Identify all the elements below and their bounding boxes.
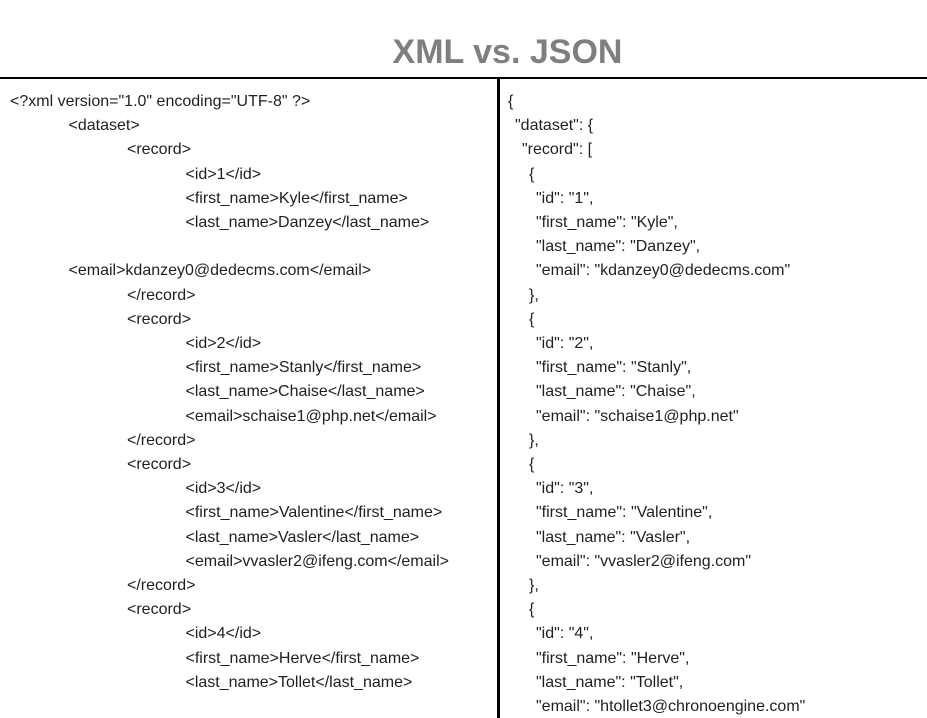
xml-code-line: <first_name>Valentine</first_name> (185, 504, 443, 522)
json-code-line: "email": "kdanzey0@dedecms.com" (536, 262, 791, 280)
json-code-line: "last_name": "Tollet", (536, 673, 684, 691)
xml-code-line: <first_name>Kyle</first_name> (185, 189, 408, 207)
json-code-line: { (529, 310, 535, 328)
xml-code-line: <dataset> (68, 117, 140, 135)
json-code-line: "id": "1", (536, 189, 594, 207)
xml-code-line: <id>2</id> (185, 335, 262, 353)
json-code-line: "id": "3", (536, 480, 594, 498)
xml-code-line: <record> (127, 456, 192, 474)
xml-code-line: <last_name>Danzey</last_name> (185, 214, 430, 232)
json-code-line: { (508, 93, 514, 110)
xml-code-line (10, 235, 497, 259)
xml-code-line: <id>4</id> (185, 625, 262, 643)
xml-code-line: </record> (127, 286, 196, 304)
slide-title: XML vs. JSON (392, 33, 623, 71)
json-code-line: "email": "htollet3@chronoengine.com" (536, 698, 806, 716)
json-code-line: "email": "vvasler2@ifeng.com" (536, 552, 752, 570)
json-code-line: }, (529, 431, 539, 449)
json-code-line: }, (529, 577, 539, 595)
json-code-line: "last_name": "Vasler", (536, 528, 691, 546)
json-code-line: "id": "4", (536, 625, 594, 643)
xml-code-line: <?xml version="1.0" encoding="UTF-8" ?> (10, 93, 311, 110)
json-code-line: "first_name": "Stanly", (536, 359, 692, 377)
xml-code-line: <email>vvasler2@ifeng.com</email> (185, 552, 449, 570)
xml-code-line: <last_name>Chaise</last_name> (185, 383, 425, 401)
xml-code-line: <last_name>Tollet</last_name> (185, 673, 413, 691)
xml-code-line: <id>3</id> (185, 480, 262, 498)
json-code-line: { (529, 456, 535, 474)
json-code-line: { (529, 601, 535, 619)
xml-code-line: <record> (127, 141, 192, 159)
xml-code-line: <id>1</id> (185, 165, 262, 183)
vertical-divider (497, 79, 500, 718)
xml-code-panel: <?xml version="1.0" encoding="UTF-8" ?> <… (0, 79, 497, 718)
xml-code-line: <record> (127, 601, 192, 619)
json-code-line: "dataset": { (515, 117, 594, 135)
json-code-line: "email": "schaise1@php.net" (536, 407, 739, 425)
json-code-line: "id": "2", (536, 335, 594, 353)
xml-code-line: <record> (127, 310, 192, 328)
xml-code-line: <email>schaise1@php.net</email> (185, 407, 437, 425)
json-code-line: "record": [ (522, 141, 593, 159)
json-code-line: "first_name": "Herve", (536, 649, 690, 667)
slide-header: XML vs. JSON (0, 0, 927, 79)
comparison-columns: <?xml version="1.0" encoding="UTF-8" ?> <… (0, 79, 927, 718)
json-code-line: "last_name": "Chaise", (536, 383, 696, 401)
xml-code-line: </record> (127, 577, 196, 595)
json-code-line: "first_name": "Valentine", (536, 504, 713, 522)
xml-code-line: <first_name>Stanly</first_name> (185, 359, 422, 377)
xml-code-line: </record> (127, 431, 196, 449)
json-code-panel: {"dataset": {"record": [{"id": "1","firs… (500, 79, 927, 718)
json-code-line: }, (529, 286, 539, 304)
xml-code-line: <last_name>Vasler</last_name> (185, 528, 420, 546)
json-code-line: "last_name": "Danzey", (536, 238, 701, 256)
xml-code-line: <first_name>Herve</first_name> (185, 649, 420, 667)
xml-code-line: <email>kdanzey0@dedecms.com</email> (68, 262, 372, 280)
json-code-line: "first_name": "Kyle", (536, 214, 678, 232)
json-code-line: { (529, 165, 535, 183)
